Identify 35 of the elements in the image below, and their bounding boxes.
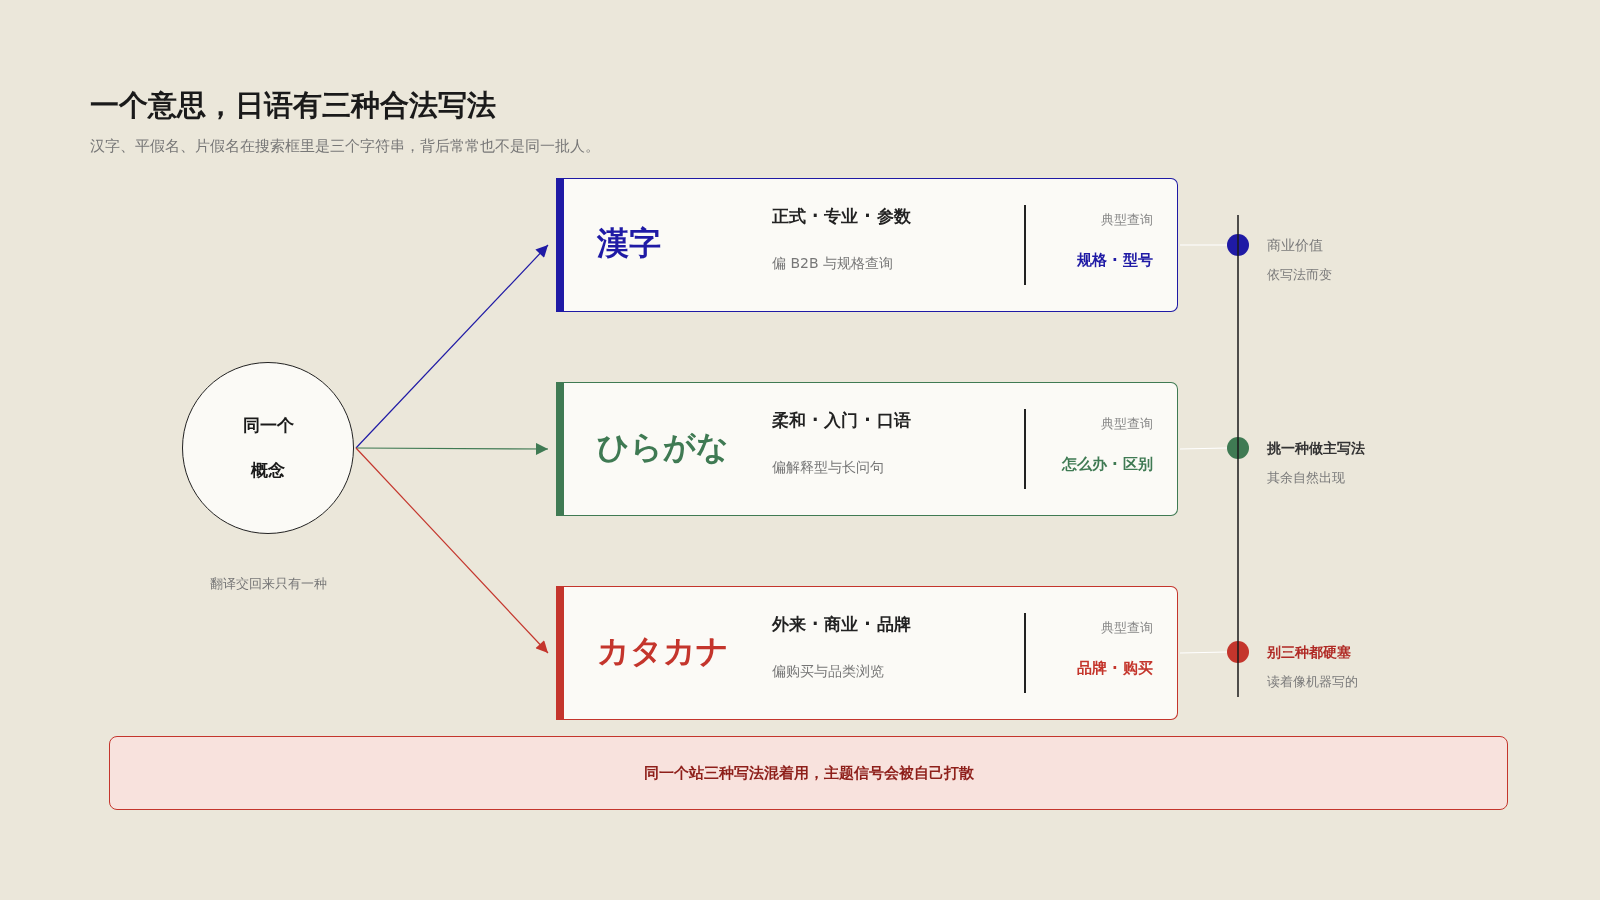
query-label: 典型查询 (1101, 619, 1153, 637)
subtitle: 汉字、平假名、片假名在搜索框里是三个字符串，背后常常也不是同一批人。 (90, 136, 600, 157)
card (556, 178, 1178, 312)
query-label: 典型查询 (1101, 415, 1153, 433)
query-examples: 品牌 · 购买 (1076, 658, 1153, 678)
note-text: 依写法而变 (1267, 266, 1332, 284)
card-title: ひらがな (597, 427, 729, 467)
circle-label: 同一个概念 (241, 414, 295, 482)
query-examples: 怎么办 · 区别 (1061, 454, 1153, 474)
tagline: 正式 · 专业 · 参数 (772, 205, 911, 228)
query-label: 典型查询 (1101, 211, 1153, 229)
description: 偏 B2B 与规格查询 (772, 254, 894, 273)
warning-banner (109, 736, 1508, 810)
note-heading: 挑一种做主写法 (1267, 439, 1365, 458)
card (556, 382, 1178, 516)
query-examples: 规格 · 型号 (1076, 250, 1153, 270)
card (556, 586, 1178, 720)
tagline: 外来 · 商业 · 品牌 (772, 613, 911, 636)
description: 偏购买与品类浏览 (772, 662, 884, 681)
note-text: 读着像机器写的 (1267, 673, 1358, 691)
tagline: 柔和 · 入门 · 口语 (772, 409, 911, 432)
connector-line (1179, 447, 1228, 450)
arrow (355, 244, 549, 449)
arrow (355, 447, 549, 654)
circle-caption: 翻译交回来只有一种 (209, 575, 327, 593)
card-title: 漢字 (597, 223, 661, 263)
note-heading: 商业价值 (1267, 236, 1323, 255)
title: 一个意思，日语有三种合法写法 (90, 87, 496, 124)
description: 偏解释型与长问句 (772, 458, 884, 477)
note-text: 其余自然出现 (1267, 469, 1345, 487)
connector-line (1179, 651, 1228, 654)
arrow (355, 442, 549, 455)
banner-text: 同一个站三种写法混着用，主题信号会被自己打散 (643, 762, 974, 784)
card-title: カタカナ (597, 631, 729, 671)
note-heading: 别三种都硬塞 (1267, 643, 1351, 662)
